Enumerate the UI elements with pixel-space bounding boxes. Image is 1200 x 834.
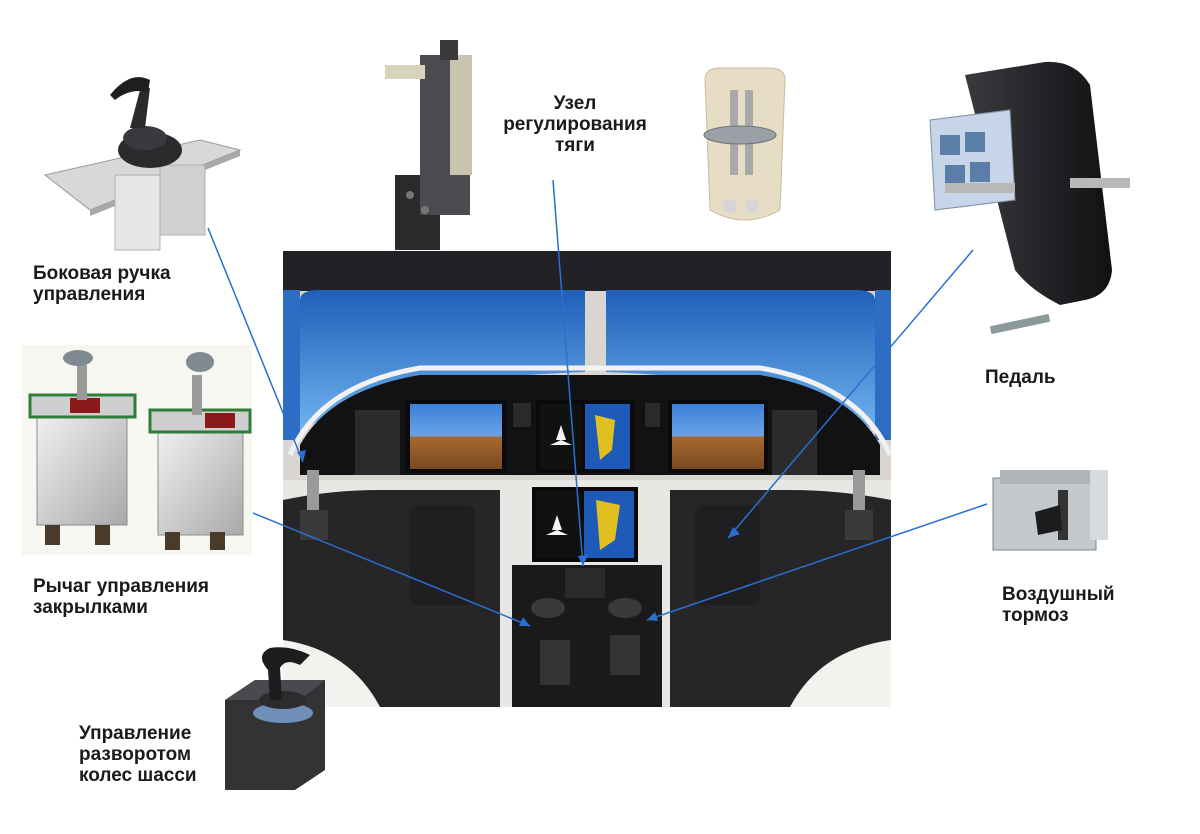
right-pfd-display (672, 404, 764, 469)
label-flaps-lever: Рычаг управления закрылками (33, 576, 209, 618)
label-side-stick-line2: управления (33, 284, 146, 305)
label-side-stick: Боковая ручка управления (33, 263, 171, 305)
label-flaps-lever-line1: Рычаг управления (33, 576, 209, 597)
label-pedal-line1: Педаль (985, 367, 1056, 388)
leader-line-airbrake (646, 503, 988, 621)
label-airbrake-line2: тормоз (1002, 605, 1069, 626)
pedal-image (929, 61, 1130, 335)
label-flaps-lever-line2: закрылками (33, 597, 148, 618)
label-throttle: Узел регулирования тяги (480, 93, 670, 156)
label-steering: Управление разворотом колес шасси (79, 723, 197, 786)
label-throttle-line2: регулирования (503, 114, 647, 135)
leader-line-pedal (727, 249, 974, 539)
label-pedal: Педаль (985, 367, 1056, 388)
label-throttle-line1: Узел (553, 93, 597, 114)
label-steering-line2: разворотом (79, 744, 192, 765)
leader-line-side-stick (207, 227, 304, 463)
label-steering-line1: Управление (79, 723, 192, 744)
cockpit-image (283, 251, 893, 707)
left-pfd-display (410, 404, 502, 469)
leader-line-flaps (252, 512, 531, 627)
throttle-quadrant-image (385, 40, 472, 250)
leader-lines (207, 179, 988, 627)
steering-tiller-image (225, 647, 325, 790)
label-steering-line3: колес шасси (79, 765, 197, 786)
side-stick-image (43, 77, 242, 251)
label-throttle-line3: тяги (555, 135, 595, 156)
label-airbrake: Воздушный тормоз (1002, 584, 1115, 626)
leader-line-throttle (552, 179, 584, 567)
label-airbrake-line1: Воздушный (1002, 584, 1115, 605)
airbrake-image (992, 470, 1108, 551)
label-side-stick-line1: Боковая ручка (33, 263, 171, 284)
thrust-lever-image (703, 67, 786, 221)
flaps-lever-image (22, 345, 252, 555)
